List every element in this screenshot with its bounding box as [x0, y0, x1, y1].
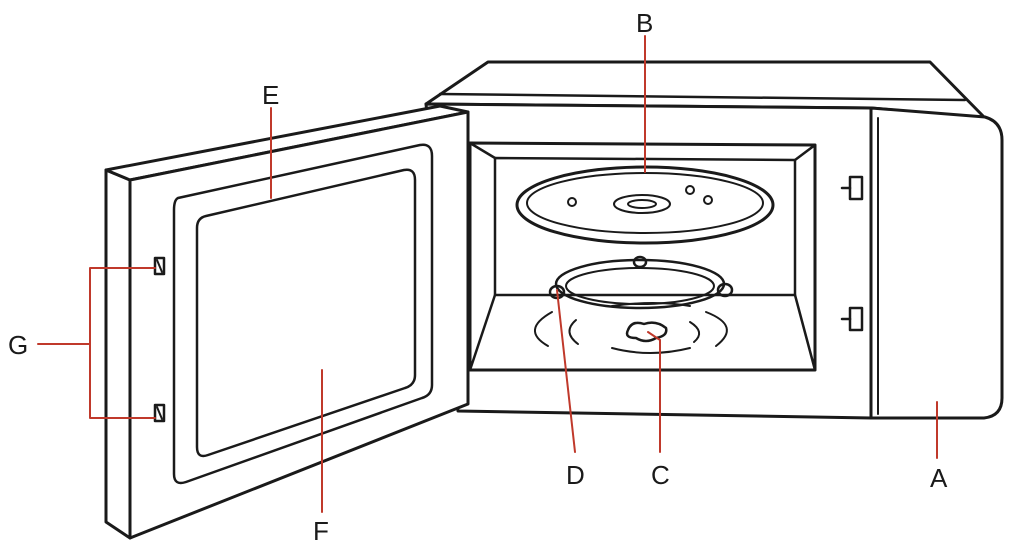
glass-tray-bump-3 — [703, 195, 713, 205]
leader-g — [37, 267, 156, 419]
cavity-right-edge — [793, 143, 817, 162]
glass-tray-bump-1 — [567, 197, 577, 207]
door-front-panel — [128, 110, 470, 540]
callout-d: D — [566, 460, 585, 490]
glass-tray — [515, 165, 775, 245]
cavity-left-edge — [468, 141, 497, 160]
top-edge-line — [438, 92, 967, 102]
callout-b: B — [636, 8, 653, 38]
callout-c: C — [651, 460, 670, 490]
callout-g: G — [8, 330, 28, 360]
door-hinge-lower — [153, 403, 166, 423]
glass-tray-center-ring — [613, 194, 671, 214]
leader-c — [647, 331, 661, 453]
glass-tray-rim — [515, 165, 775, 245]
leader-d — [556, 289, 576, 453]
cavity-floor-right-edge — [793, 293, 817, 372]
door-window — [195, 168, 417, 458]
leader-lines — [37, 35, 938, 513]
control-panel-face — [869, 106, 1004, 420]
glass-tray-bump-2 — [685, 185, 695, 195]
latch-slots — [840, 175, 864, 332]
control-panel — [869, 106, 1004, 420]
callout-a: A — [930, 463, 948, 493]
cavity-floor-left-edge — [468, 293, 497, 372]
glass-tray-center-hole — [627, 199, 657, 209]
callout-labels: A B C D E F G — [8, 8, 948, 546]
microwave-door — [104, 104, 470, 540]
roller-wheel-back — [632, 255, 648, 269]
door-side-edge — [104, 168, 132, 540]
callout-f: F — [313, 516, 329, 545]
door-inner-frame — [172, 143, 434, 485]
door-hinge-upper — [153, 256, 166, 276]
turntable-drive-coupler — [625, 321, 668, 343]
callout-e: E — [262, 80, 279, 110]
roller-wheel-right — [716, 282, 734, 298]
